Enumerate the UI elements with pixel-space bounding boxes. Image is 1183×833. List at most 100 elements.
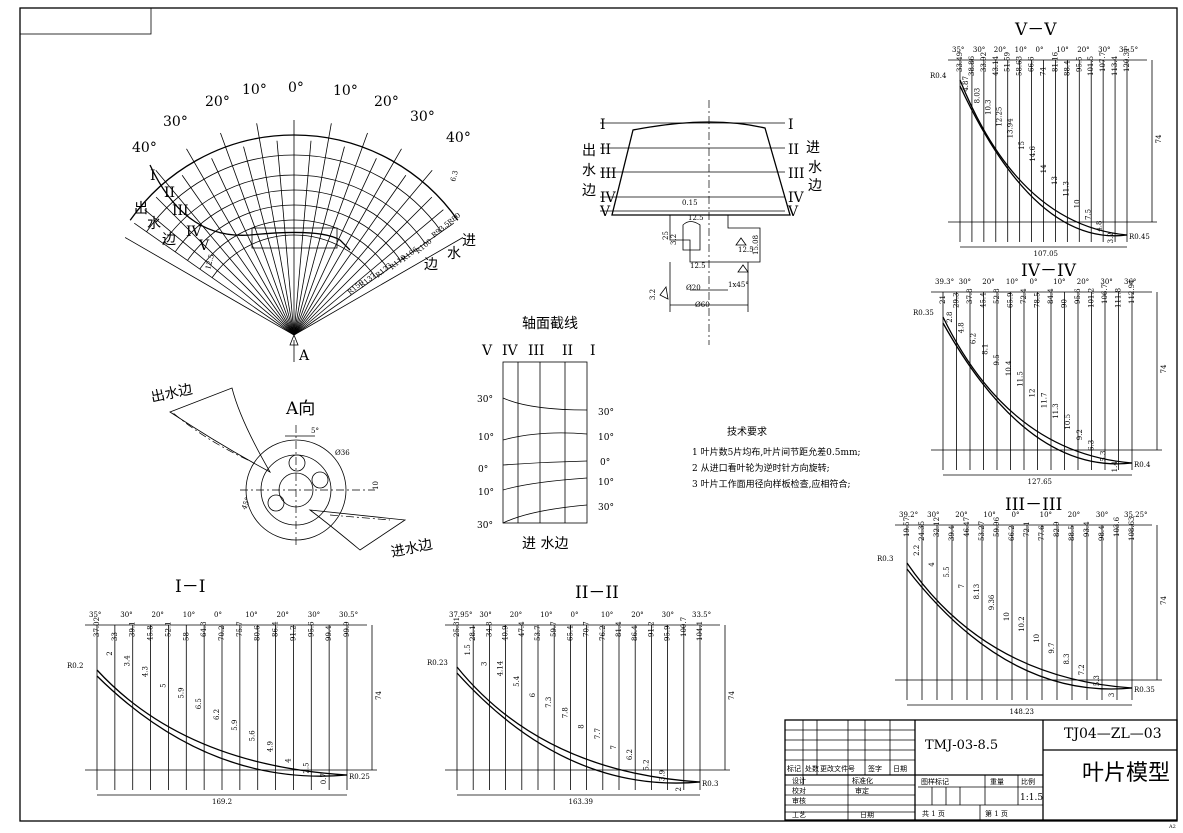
fan-arc xyxy=(162,174,426,244)
axial-angle-right: 10° xyxy=(598,478,614,488)
radius-label: R80 xyxy=(446,211,462,226)
bottom-value: 10 xyxy=(1003,612,1011,621)
bottom-value: 6.2 xyxy=(969,333,977,344)
top-value: 21 xyxy=(939,295,947,304)
section-angle: 20° xyxy=(152,611,164,619)
bottom-value: 3 xyxy=(480,661,488,665)
fan-ray xyxy=(293,158,377,336)
section-angle: 36° xyxy=(1124,278,1136,286)
fan-ray xyxy=(293,148,402,336)
in-edge-label: 边 xyxy=(424,257,438,273)
fan-ray xyxy=(293,123,332,336)
section-angle: 10° xyxy=(1040,511,1052,519)
bottom-value: 2 xyxy=(675,787,683,791)
fan-ray xyxy=(293,209,444,336)
fan-ray xyxy=(293,146,345,336)
revision-header: 日期 xyxy=(893,765,907,773)
top-value: 101.5 xyxy=(1087,56,1095,76)
bottom-value: 5.5 xyxy=(943,566,951,577)
radius-start: R0.3 xyxy=(877,555,893,563)
requirements-title: 技术要求 xyxy=(727,427,767,438)
sheet-size: A2 xyxy=(1169,824,1176,830)
bottom-value: 5.2 xyxy=(642,759,650,770)
section-angle: 30° xyxy=(120,611,132,619)
bottom-value: 3 xyxy=(1108,693,1116,697)
bottom-value: 6 xyxy=(529,692,537,697)
top-value: 52.1 xyxy=(164,621,172,637)
bottom-value: 4 xyxy=(928,562,936,567)
top-value: 40.9 xyxy=(502,625,510,641)
bottom-value: 13 xyxy=(1051,176,1059,185)
out-edge-label: 水 xyxy=(582,163,596,179)
revision-header: 标记 xyxy=(787,764,801,773)
fan-arc xyxy=(199,219,389,270)
fan-ray xyxy=(186,148,295,336)
top-value: 100.7 xyxy=(680,617,688,637)
top-value: 24.35 xyxy=(918,521,926,541)
axial-roman: II xyxy=(562,343,573,359)
section-angle: 20° xyxy=(955,511,967,519)
bottom-value: 8.13 xyxy=(973,584,981,600)
section-angle: 0° xyxy=(1012,511,1020,519)
bottom-value: 4.3 xyxy=(142,666,150,677)
blade-lower-curve xyxy=(942,322,1133,465)
angle-label: 20° xyxy=(374,94,399,110)
bottom-value: 4.8 xyxy=(958,322,966,333)
angle-label: 10° xyxy=(242,82,267,98)
top-value: 47.4 xyxy=(518,621,526,637)
section-angle: 30° xyxy=(959,278,971,286)
check-label: 校对 xyxy=(792,786,806,795)
revision-header: 签字 xyxy=(868,764,882,773)
top-value: 29.3 xyxy=(953,292,961,308)
section-angle: 35° xyxy=(89,611,101,619)
bottom-value: 5.3 xyxy=(1099,450,1107,461)
top-value: 70.7 xyxy=(583,621,591,637)
bottom-value: 11.7 xyxy=(1040,393,1048,409)
bottom-value: 2.8 xyxy=(946,312,954,323)
dimension-label: 1x45° xyxy=(728,281,749,289)
section-angle: 20° xyxy=(510,611,522,619)
a-view-title: A向 xyxy=(285,399,315,419)
top-value: 65.9 xyxy=(1007,292,1015,308)
radius-start: R0.23 xyxy=(427,659,448,667)
weight-label: 重量 xyxy=(990,778,1004,786)
top-value: 33 xyxy=(111,632,119,641)
top-value: 86.4 xyxy=(272,621,280,637)
top-value: 66.2 xyxy=(1008,525,1016,541)
blade-lower-curve xyxy=(959,85,1128,237)
top-value: 81.16 xyxy=(1051,51,1059,72)
section-angle: 35° xyxy=(952,46,964,54)
top-value: 93.4 xyxy=(1083,521,1091,537)
top-value: 45.8 xyxy=(147,625,155,641)
fan-arc xyxy=(187,204,401,261)
top-value: 58.63 xyxy=(1016,56,1024,76)
bottom-value: 4.8 xyxy=(1096,221,1104,232)
bottom-value: 9.36 xyxy=(988,594,996,610)
bottom-value: 6.3 xyxy=(1088,440,1096,451)
top-value: 77.6 xyxy=(1038,525,1046,541)
bottom-value: 10.4 xyxy=(1005,360,1013,376)
review-label: 审定 xyxy=(855,786,869,795)
sheet-number: 第 1 页 xyxy=(985,809,1008,818)
fan-ray xyxy=(293,222,454,336)
top-value: 37.8 xyxy=(966,288,974,304)
top-value: 45.4 xyxy=(980,292,988,308)
dimension-label: 12.5 xyxy=(690,262,706,270)
out-edge-label: 出 xyxy=(134,201,148,217)
fan-ray xyxy=(243,146,295,336)
top-value: 91.2 xyxy=(647,621,655,637)
fan-ray xyxy=(155,170,295,336)
section-angle: 35.25° xyxy=(1124,511,1148,519)
axial-angle-right: 30° xyxy=(598,408,614,418)
bottom-value: 13.94 xyxy=(1007,118,1015,139)
part-name: 叶片模型 xyxy=(1082,761,1171,786)
angle-label: 10° xyxy=(333,83,358,99)
top-value: 95.5 xyxy=(1075,56,1083,72)
dimension-label: 12.5 xyxy=(738,246,754,254)
axial-angle-right: 30° xyxy=(598,503,614,513)
bottom-value: 6.2 xyxy=(626,749,634,760)
top-value: 74 xyxy=(1040,67,1048,76)
dimension-label: 12.5 xyxy=(688,214,704,222)
blade-upper-curve xyxy=(959,79,1128,236)
section-angle: 30° xyxy=(479,611,491,619)
